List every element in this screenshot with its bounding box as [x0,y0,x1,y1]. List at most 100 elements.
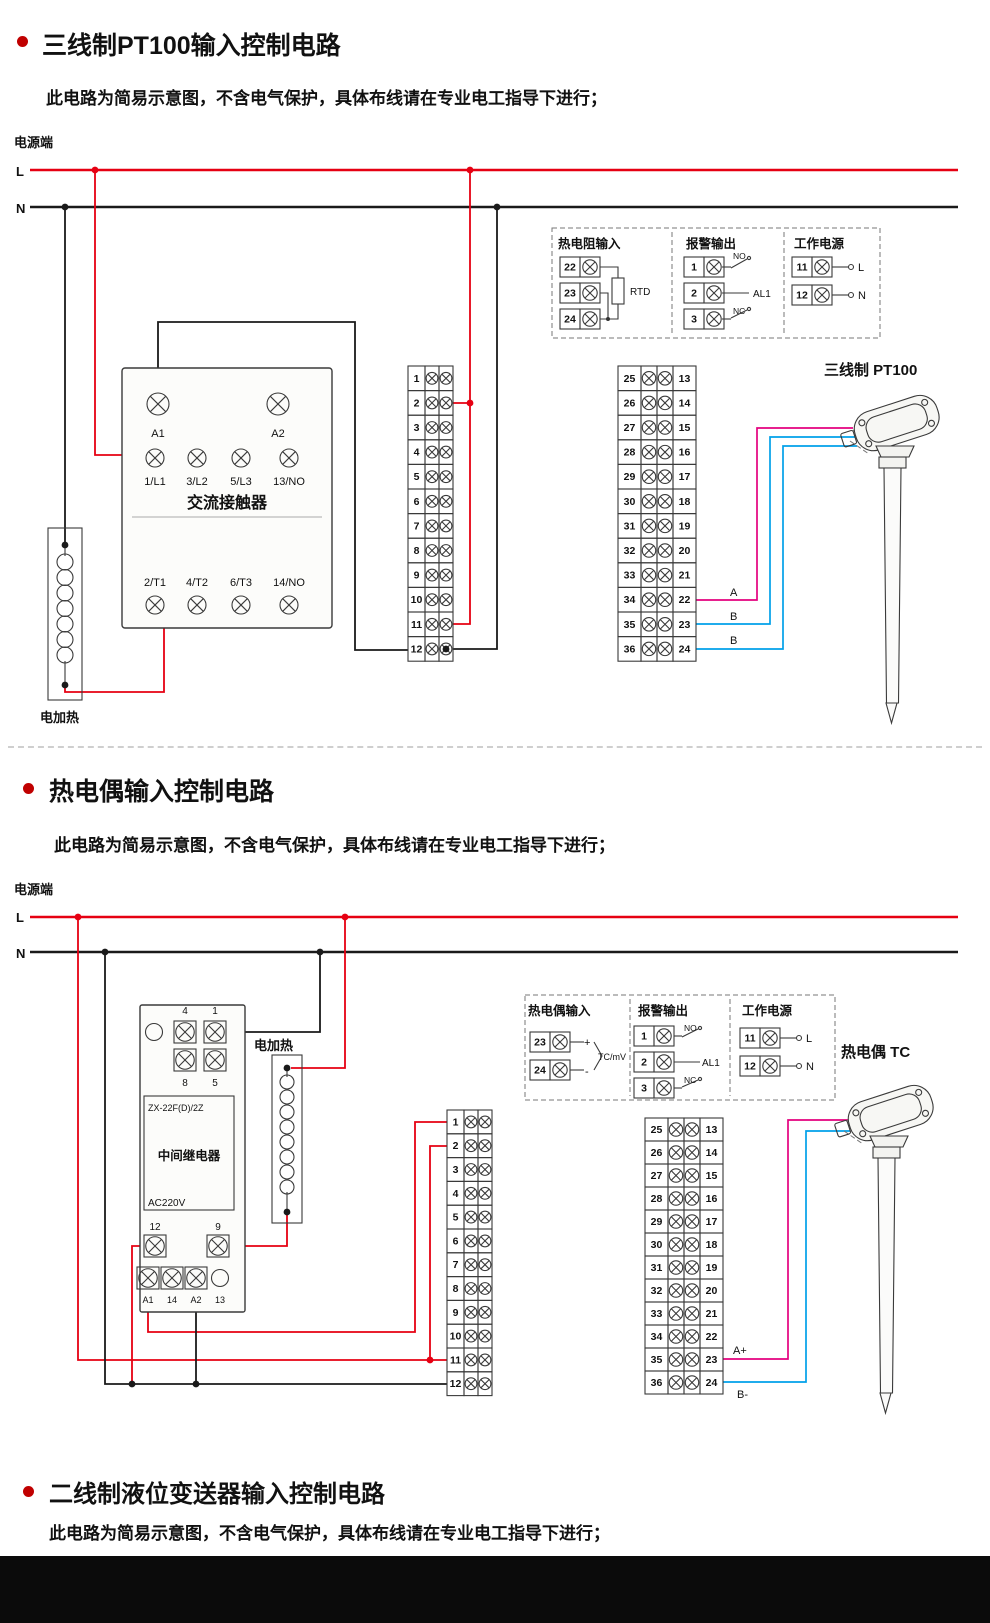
screw-terminal-icon [478,1329,492,1343]
terminal-number: 1 [641,1031,647,1043]
terminal-number: 18 [706,1239,718,1251]
screw-terminal-icon [478,1353,492,1367]
terminal-number: 23 [534,1037,546,1049]
terminal-strip-right: 2526272829303132333435361314151617181920… [617,365,697,662]
screw-terminal-icon [478,1115,492,1129]
screw-terminal-icon [464,1115,478,1129]
screw-terminal-icon [464,1353,478,1367]
junction-dot [316,948,324,956]
wire-n-to-terminal12 [453,207,498,650]
power-terminal-label: 电源端 [14,135,53,150]
legend-terminal: 11 [739,1027,781,1049]
screw-terminal-icon [582,285,598,301]
terminal-number: 15 [706,1170,718,1182]
screw-terminal-cell [206,1234,230,1258]
screw-terminal-icon [425,642,439,656]
terminal-number: 11 [450,1354,461,1366]
sensor-type-label: 热电偶 TC [841,1043,910,1061]
pt100-wiring-diagram: 电源端 L N A1 A2 1/L1 3/L2 5/L3 13/NO 交流接触器… [14,135,958,726]
screw-terminal-icon [684,1122,700,1137]
screw-terminal-icon [762,1030,778,1046]
terminal-number: 20 [679,545,691,557]
heater: 电加热 [254,1038,303,1224]
section1-subtitle: 此电路为简易示意图，不含电气保护，具体布线请在专业电工指导下进行； [46,89,607,108]
terminal-number: 10 [411,594,423,606]
terminal-number: 24 [679,643,691,655]
line-l-label: L [16,910,24,925]
terminal-number: 6 [414,496,420,508]
wire-terminal2-to-l [429,1145,447,1360]
terminal-number: 27 [624,422,636,434]
screw-terminal-icon [684,1214,700,1229]
sensor-type-label: 三线制 PT100 [824,361,917,379]
junction-dot [74,913,82,921]
screw-terminal-cell [173,1020,197,1044]
terminal-number: 18 [679,496,691,508]
legend-terminal: 23 [559,282,601,304]
screw-terminal-icon [668,1237,684,1252]
screw-terminal-icon [478,1139,492,1153]
temperature-probe-icon [840,394,940,726]
screw-terminal-icon [684,1191,700,1206]
terminal-number: 23 [564,288,576,300]
alarm-name-label: AL1 [753,289,771,300]
terminal-number: 9 [453,1307,459,1319]
terminal-number: 15 [679,422,691,434]
screw-terminal-icon [279,595,299,615]
terminal-number: 13 [679,373,691,385]
terminal-number: 22 [564,262,576,274]
screw-terminal-icon [439,519,453,533]
screw-terminal-icon [641,395,657,411]
screw-terminal-icon [439,494,453,508]
screw-terminal-icon [464,1163,478,1176]
terminal-number: 23 [706,1354,718,1366]
screw-terminal-icon [175,1022,195,1042]
junction-dot [341,913,349,921]
relay-terminal-label: 5 [212,1078,218,1089]
section3-subtitle: 此电路为简易示意图，不含电气保护，具体布线请在专业电工指导下进行； [49,1524,610,1543]
screw-terminal-icon [684,1145,700,1160]
terminal-number: 12 [744,1061,756,1073]
terminal-number: 11 [411,619,422,631]
terminal-number: 8 [453,1283,459,1295]
screw-terminal-icon [439,470,453,484]
screw-terminal-icon [706,311,722,327]
terminal-number: 21 [679,570,691,582]
screw-terminal-cell [203,1020,227,1044]
screw-terminal-icon [552,1062,568,1078]
screw-terminal-icon [684,1329,700,1344]
screw-terminal-icon [478,1377,492,1391]
screw-terminal-icon [208,1236,228,1256]
terminal-number: 26 [651,1147,663,1159]
relay-terminal-label: 14 [167,1295,177,1305]
screw-terminal-icon [478,1163,492,1176]
terminal-number: 29 [624,471,636,483]
screw-terminal-icon [657,543,673,558]
screw-terminal-icon [439,421,453,434]
wire-b1-label: B [730,611,737,623]
wire-n-to-relay1 [226,952,321,1033]
screw-terminal-cell [160,1266,184,1290]
screw-terminal-icon [187,595,207,615]
terminal-number: 13 [706,1124,718,1136]
section1-title: 三线制PT100输入控制电路 [42,32,341,60]
junction-dot [128,1380,136,1388]
terminal-number: 12 [450,1378,462,1390]
wire-l-to-heater [291,917,346,1069]
screw-terminal-icon [478,1234,492,1248]
wire-a-label: A+ [733,1345,747,1357]
screw-terminal-icon [582,259,598,275]
contact-label: 1/L1 [144,476,165,488]
terminal-number: 19 [706,1262,718,1274]
screw-terminal-icon [641,592,657,607]
terminal-number: 24 [534,1065,546,1077]
legend-terminal: 12 [739,1055,781,1077]
screw-terminal-icon [657,494,673,509]
screw-terminal-icon [439,568,453,582]
legend-terminal: 1 [683,256,725,278]
screw-terminal-icon [657,444,673,460]
terminal-number: 28 [651,1193,663,1205]
screw-terminal-icon [439,371,453,385]
relay-terminal-label: 9 [215,1222,221,1233]
line-n-label: N [16,946,25,961]
